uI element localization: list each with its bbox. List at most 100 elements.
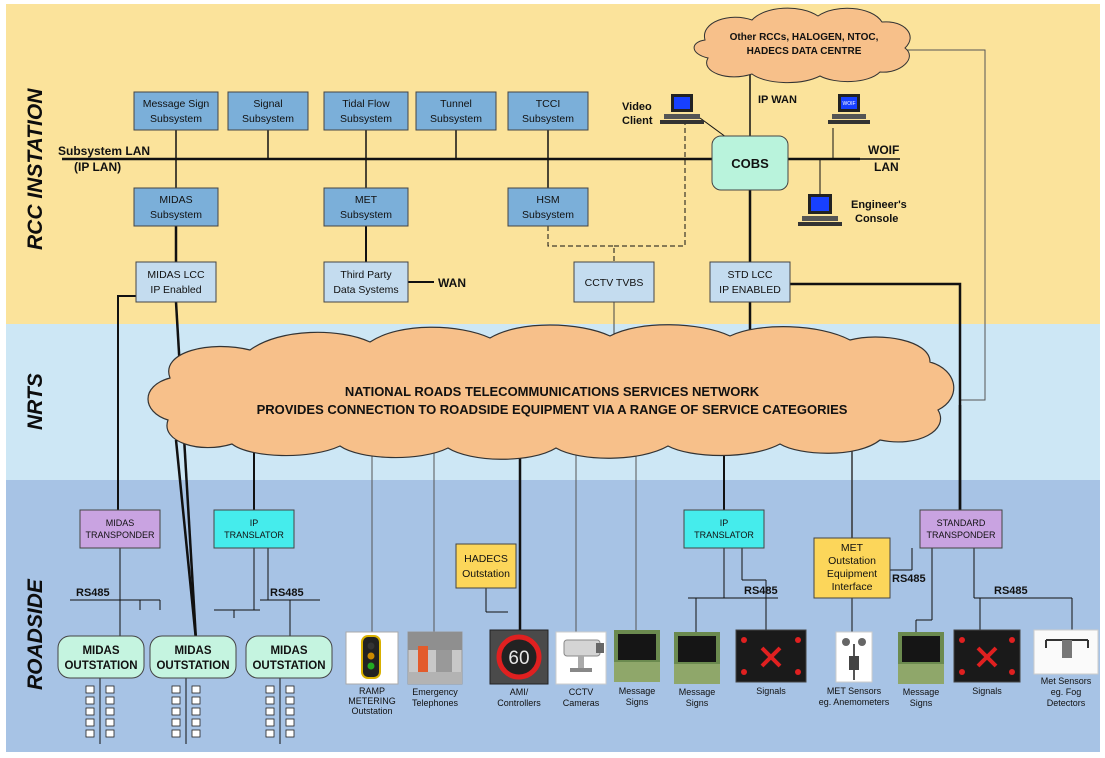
ip-translator-1[interactable]: IP TRANSLATOR <box>213 509 295 549</box>
nrts-network-cloud: NATIONAL ROADS TELECOMMUNICATIONS SERVIC… <box>147 324 955 460</box>
nrts-cloud-line1: NATIONAL ROADS TELECOMMUNICATIONS SERVIC… <box>345 384 760 399</box>
eq-label: Signals <box>972 686 1002 696</box>
detector-loop <box>85 729 95 738</box>
detector-loop <box>191 685 201 694</box>
message-sign-icon-1 <box>614 630 660 682</box>
detector-loop <box>265 685 275 694</box>
eq-label: Telephones <box>412 698 459 708</box>
third-party-data-systems[interactable]: Third Party Data Systems <box>323 261 409 303</box>
box-label: IP Enabled <box>150 284 201 296</box>
eq-label: AMI/ <box>510 687 529 697</box>
box-label: TRANSPONDER <box>85 530 155 540</box>
eq-label: Message <box>619 686 656 696</box>
engineers-console-pc[interactable] <box>798 194 842 226</box>
box-label: STD LCC <box>728 269 773 281</box>
box-label: MIDAS <box>270 645 307 657</box>
box-label: OUTSTATION <box>64 660 137 672</box>
midas-outstation-3[interactable]: MIDAS OUTSTATION <box>245 635 333 679</box>
emergency-telephone-icon <box>407 631 463 685</box>
detector-loop <box>85 707 95 716</box>
cctv-tvbs[interactable]: CCTV TVBS <box>573 261 655 303</box>
cctv-camera-icon <box>555 631 607 685</box>
eq-label: Signs <box>626 697 649 707</box>
box-label: TCCI <box>536 98 561 110</box>
engineers-console-label: Engineer's <box>851 199 907 211</box>
message-sign-subsystem[interactable]: Message Sign Subsystem <box>133 91 219 131</box>
detector-loop <box>285 685 295 694</box>
eq-label: Signs <box>686 698 709 708</box>
box-label: HADECS <box>464 553 508 565</box>
woif-screen-label: WOIF <box>842 101 855 107</box>
detector-loop <box>191 729 201 738</box>
eq-label: Message <box>903 687 940 697</box>
box-label: Subsystem <box>522 113 574 125</box>
box-label: MIDAS <box>174 645 211 657</box>
tcci-subsystem[interactable]: TCCI Subsystem <box>507 91 589 131</box>
signal-subsystem[interactable]: Signal Subsystem <box>227 91 309 131</box>
box-label: MIDAS <box>159 194 192 206</box>
video-client-label: Video <box>622 101 652 113</box>
box-label: MET <box>841 542 864 554</box>
tidal-flow-subsystem[interactable]: Tidal Flow Subsystem <box>323 91 409 131</box>
detector-loop <box>105 718 115 727</box>
anemometer-icon <box>835 631 873 683</box>
message-sign-icon-2 <box>674 632 720 684</box>
box-label: Subsystem <box>150 209 202 221</box>
box-label: Subsystem <box>522 209 574 221</box>
cloud-drop-lines <box>117 405 962 641</box>
box-label: Subsystem <box>340 113 392 125</box>
box-label: Outstation <box>828 555 876 567</box>
std-lcc[interactable]: STD LCC IP ENABLED <box>709 261 791 303</box>
detector-loop <box>285 729 295 738</box>
woif-pc[interactable]: WOIF <box>828 94 870 124</box>
cobs-node[interactable]: COBS <box>711 135 789 191</box>
equipment-labels: RAMP METERING Outstation Emergency Telep… <box>348 676 1092 716</box>
hadecs-outstation[interactable]: HADECS Outstation <box>455 543 517 589</box>
box-label: Subsystem <box>430 113 482 125</box>
box-label: COBS <box>731 156 769 171</box>
box-label: STANDARD <box>937 518 986 528</box>
eq-label: Outstation <box>351 706 392 716</box>
standard-transponder[interactable]: STANDARD TRANSPONDER <box>919 509 1003 549</box>
met-subsystem[interactable]: MET Subsystem <box>323 187 409 227</box>
eq-label: Signs <box>910 698 933 708</box>
midas-outstation-2[interactable]: MIDAS OUTSTATION <box>149 635 237 679</box>
eq-label: RAMP <box>359 686 385 696</box>
eq-label: Met Sensors <box>1041 676 1092 686</box>
eq-label: METERING <box>348 696 396 706</box>
tunnel-subsystem[interactable]: Tunnel Subsystem <box>415 91 497 131</box>
video-client-pc[interactable] <box>660 94 704 124</box>
zone-label-rcc: RCC INSTATION <box>24 88 47 250</box>
cloud-label-line2: HADECS DATA CENTRE <box>747 46 862 57</box>
eq-label: CCTV <box>569 687 594 697</box>
midas-outstation-1[interactable]: MIDAS OUTSTATION <box>57 635 145 679</box>
rs485-label-4: RS485 <box>892 573 926 585</box>
midas-transponder[interactable]: MIDAS TRANSPONDER <box>79 509 161 549</box>
midas-subsystem[interactable]: MIDAS Subsystem <box>133 187 219 227</box>
box-label: TRANSPONDER <box>926 530 996 540</box>
box-label: HSM <box>536 194 559 206</box>
detector-loop <box>105 707 115 716</box>
nrts-cloud-line2: PROVIDES CONNECTION TO ROADSIDE EQUIPMEN… <box>257 402 848 417</box>
detector-loop <box>105 696 115 705</box>
detector-loop <box>191 718 201 727</box>
zone-label-nrts: NRTS <box>24 373 47 430</box>
box-label: TRANSLATOR <box>694 530 754 540</box>
ip-translator-2[interactable]: IP TRANSLATOR <box>683 509 765 549</box>
met-outstation-interface[interactable]: MET Outstation Equipment Interface <box>813 537 891 599</box>
box-label: Interface <box>832 581 873 593</box>
signal-cross-icon-2 <box>953 629 1021 683</box>
detector-loop <box>285 696 295 705</box>
external-systems-cloud: Other RCCs, HALOGEN, NTOC, HADECS DATA C… <box>693 7 911 84</box>
woif-label: WOIF <box>868 143 899 157</box>
box-label: MIDAS <box>106 518 135 528</box>
box-label: Data Systems <box>333 284 398 296</box>
cloud-label-line1: Other RCCs, HALOGEN, NTOC, <box>730 32 879 43</box>
eq-label: MET Sensors <box>827 686 882 696</box>
box-label: OUTSTATION <box>156 660 229 672</box>
box-label: Message Sign <box>143 98 210 110</box>
hsm-subsystem[interactable]: HSM Subsystem <box>507 187 589 227</box>
rs485-label-5: RS485 <box>994 585 1028 597</box>
midas-lcc[interactable]: MIDAS LCC IP Enabled <box>135 261 217 303</box>
